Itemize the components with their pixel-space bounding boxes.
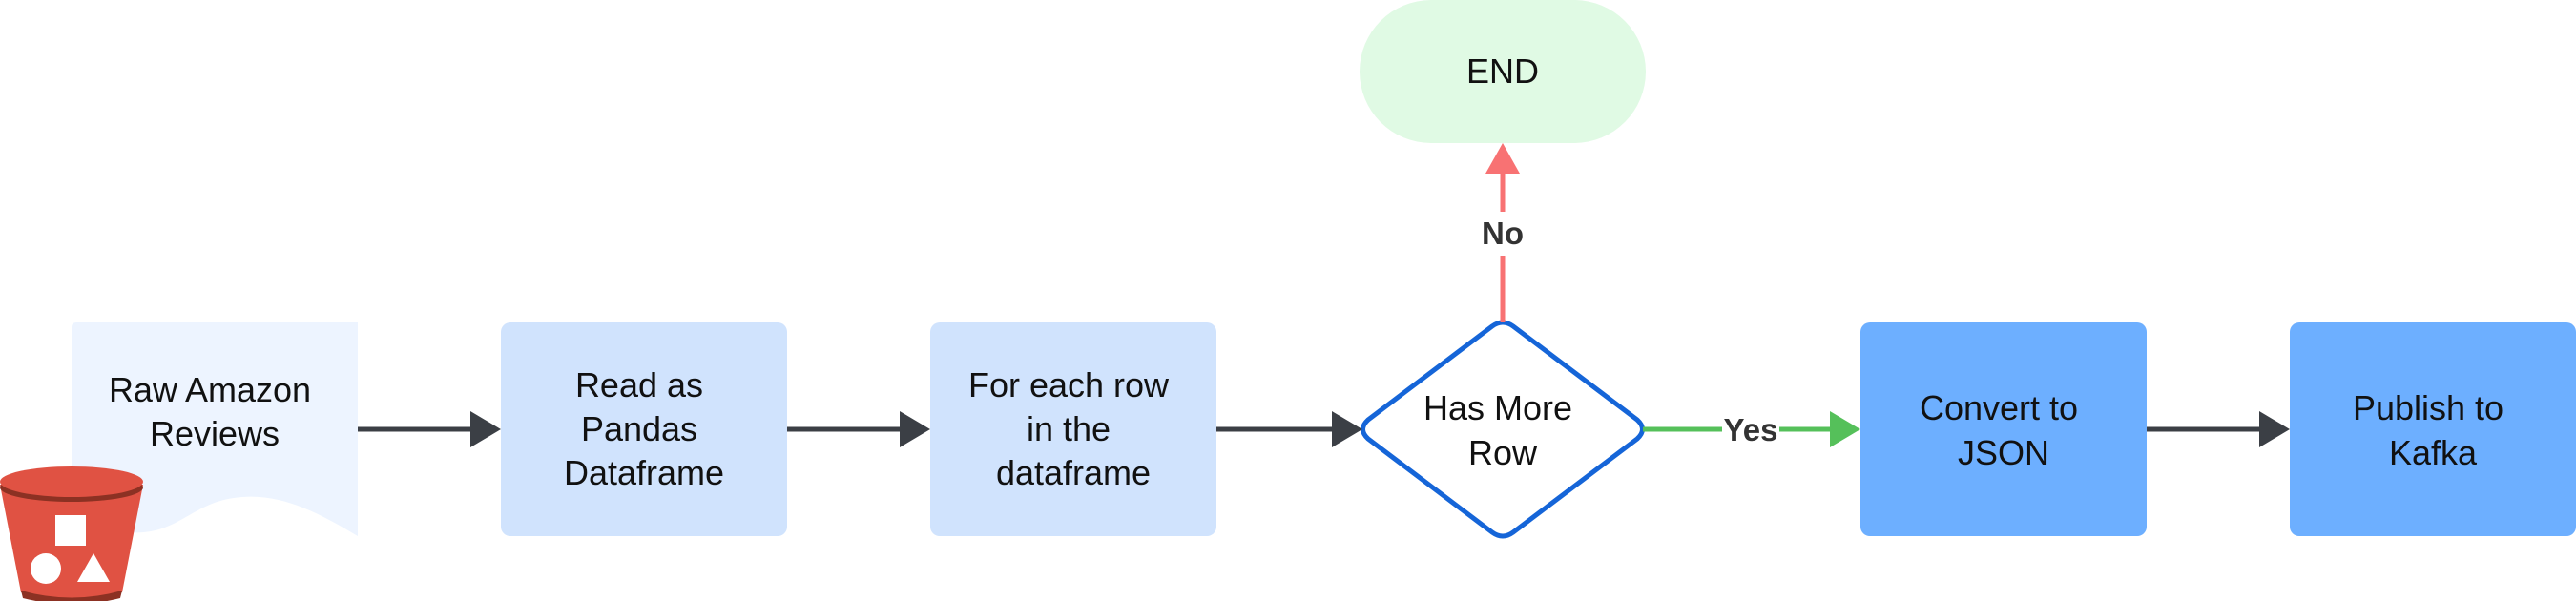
- label-line: Row: [1468, 433, 1538, 472]
- square-shape: [55, 515, 86, 546]
- edge-foreach-to-decision: [1216, 411, 1362, 447]
- process-box: [930, 322, 1216, 536]
- label-line: Has More: [1423, 388, 1572, 427]
- arrow-head: [470, 411, 501, 447]
- label-line: Convert to: [1920, 388, 2078, 427]
- label-line: For each row: [968, 365, 1170, 404]
- node-label: For each row in the dataframe: [968, 365, 1178, 492]
- process-box: [1860, 322, 2147, 536]
- label-line: Reviews: [150, 414, 280, 453]
- label-line: Dataframe: [564, 453, 724, 492]
- label-line: JSON: [1958, 433, 2049, 472]
- terminator-shape: [1360, 0, 1646, 143]
- decision-diamond: [1361, 320, 1645, 539]
- node-read-pandas: Read as Pandas Dataframe: [501, 322, 787, 536]
- node-publish-kafka: Publish to Kafka: [2290, 322, 2576, 536]
- label-line: Publish to: [2353, 388, 2503, 427]
- node-for-each-row: For each row in the dataframe: [930, 322, 1216, 536]
- process-box: [501, 322, 787, 536]
- node-convert-json: Convert to JSON: [1860, 322, 2147, 536]
- node-label: END: [1466, 52, 1539, 91]
- node-label: Raw Amazon Reviews: [109, 370, 321, 453]
- label-line: Raw Amazon: [109, 370, 311, 409]
- document-shape: [72, 322, 358, 536]
- node-label: Publish to Kafka: [2353, 388, 2513, 472]
- arrow-head: [1485, 143, 1520, 174]
- bucket-top-rim: [0, 466, 143, 497]
- arrow-head: [1830, 411, 1860, 447]
- edge-read-to-foreach: [787, 411, 930, 447]
- node-label: Convert to JSON: [1920, 388, 2088, 472]
- arrow-head: [2259, 411, 2290, 447]
- edge-label-bg: [1474, 212, 1531, 256]
- label-line: in the: [1027, 409, 1111, 448]
- edge-label-bg: [1722, 408, 1779, 450]
- bucket-bottom-rim: [21, 591, 122, 601]
- node-label: Read as Pandas Dataframe: [564, 365, 724, 492]
- arrow-head: [1332, 411, 1362, 447]
- edge-convert-to-publish: [2147, 411, 2290, 447]
- edge-raw-to-read: [358, 411, 501, 447]
- edge-label-yes: Yes: [1724, 412, 1778, 447]
- edge-decision-to-end: No: [1474, 143, 1531, 322]
- edge-label-no: No: [1482, 216, 1524, 251]
- arrow-head: [900, 411, 930, 447]
- label-line: Read as: [575, 365, 703, 404]
- circle-shape: [31, 553, 61, 584]
- label-line: Kafka: [2389, 433, 2478, 472]
- label-line: dataframe: [996, 453, 1151, 492]
- s3-bucket-icon: [0, 466, 143, 601]
- node-label: Has More Row: [1423, 388, 1582, 472]
- triangle-shape: [77, 553, 110, 582]
- label-line: Pandas: [581, 409, 697, 448]
- edge-decision-to-convert: Yes: [1643, 408, 1860, 450]
- node-end: END: [1360, 0, 1646, 143]
- node-raw-amazon-reviews: Raw Amazon Reviews: [72, 322, 358, 536]
- node-has-more-row: Has More Row: [1361, 320, 1645, 539]
- process-box: [2290, 322, 2576, 536]
